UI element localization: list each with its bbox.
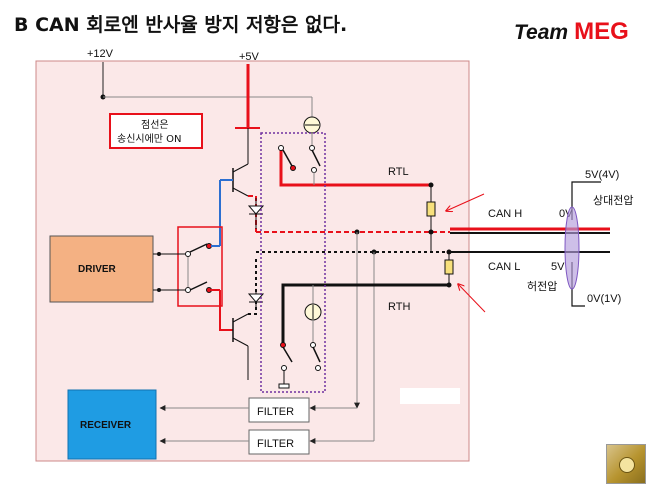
rtl-callout-arrow [446,193,485,211]
v5-label: +5V [239,51,260,63]
upper-current-source-icon [303,116,321,134]
note-box [109,113,203,149]
rth-callout-arrow [458,284,486,313]
filter-block-1 [248,397,310,423]
brand-team: Team [514,21,569,44]
filter-label-2: FILTER [257,438,294,450]
v5-4-label: 5V(4V) [585,169,619,181]
v0-1-label: 0V(1V) [587,293,621,305]
note-line1: 점선은 [141,119,169,131]
driver-label: DRIVER [78,264,117,275]
lower-diode-icon [247,290,265,310]
v5-l-label: 5V [551,261,565,273]
rth-resistor-icon [444,259,454,275]
rtl-switch-icon [278,145,296,171]
receiver-label: RECEIVER [80,420,132,431]
brand-meg: MEG [574,18,629,45]
lower-transistor-icon [232,313,249,347]
lower-switch-icon [310,342,321,371]
driver-block [49,235,154,303]
rth-switch-icon [280,342,293,371]
rtl-label: RTL [388,166,409,178]
upper-diode-icon [247,198,265,229]
receiver-block [67,389,157,460]
ground-icon [278,383,290,389]
can-l-label: CAN L [488,261,520,273]
ferrite-core-icon [564,206,580,290]
filter-label-1: FILTER [257,406,294,418]
rtl-resistor-icon [426,201,436,217]
driver-switch-box [177,226,223,307]
v12-label: +12V [87,48,114,60]
blank-label-box [400,388,460,404]
note-line2: 송신시에만 ON [117,133,182,145]
relative-voltage-label: 상대전압 [593,194,633,207]
driver-switch-upper-icon [185,243,212,257]
slide-title: B CAN 회로엔 반사율 방지 저항은 없다. [14,14,348,36]
lower-current-source-icon [304,303,322,321]
mascot-thumbnail [606,444,646,484]
rth-label: RTH [388,301,410,313]
switch-group-box [260,132,326,393]
false-voltage-label: 허전압 [527,280,557,293]
can-h-label: CAN H [488,208,522,220]
driver-switch-lower-icon [185,281,212,293]
filter-block-2 [248,429,310,455]
